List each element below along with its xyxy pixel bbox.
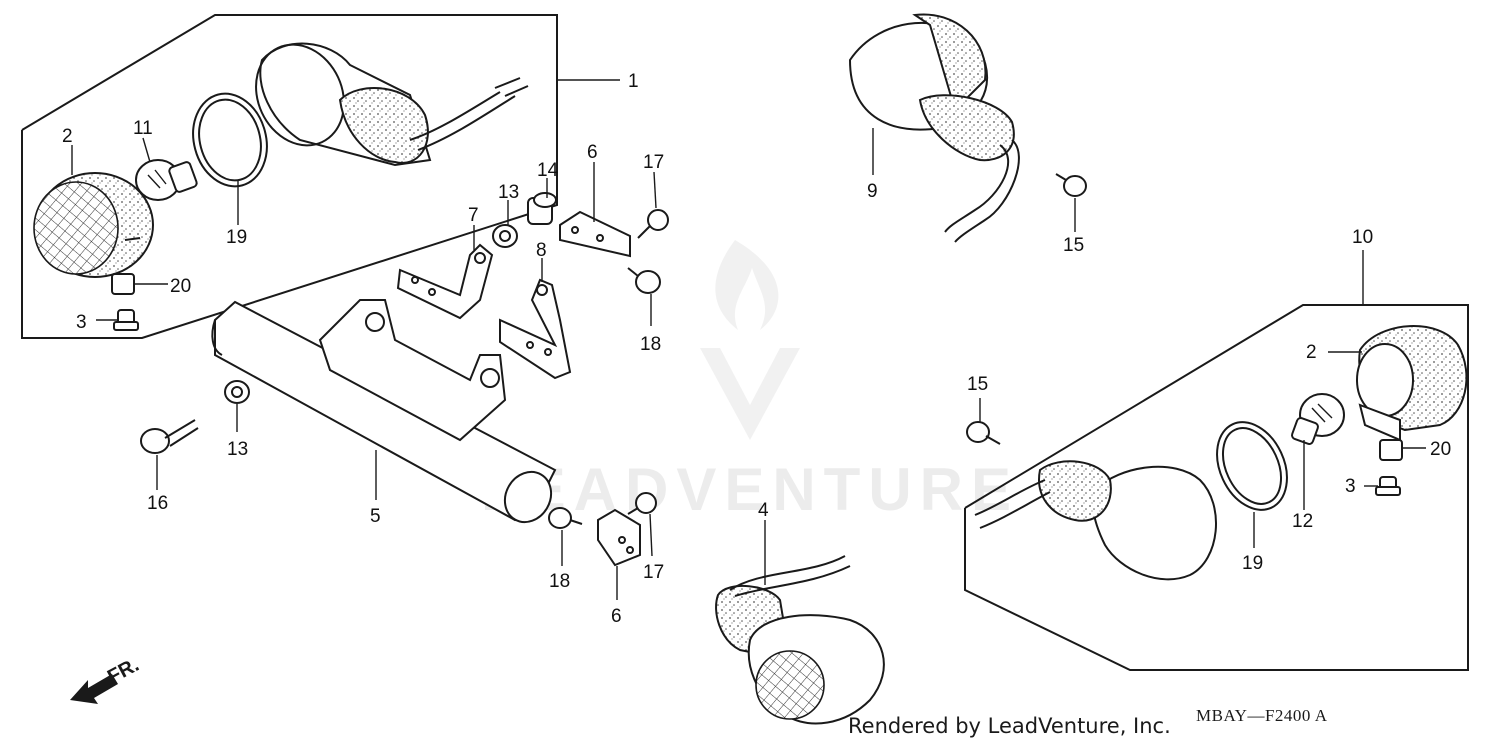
nut-part-13a: [492, 224, 518, 248]
callout-6-lower: 6: [611, 606, 622, 627]
callout-20-right: 20: [1430, 439, 1451, 460]
housing-part-10: [974, 460, 1217, 581]
leader-lines: [71, 128, 1426, 600]
ring-inner: [198, 98, 262, 182]
callout-3-right: 3: [1345, 476, 1356, 497]
callout-4: 4: [758, 500, 769, 521]
nut-part-20a: [111, 273, 135, 295]
callout-6-upper: 6: [587, 142, 598, 163]
callout-3-left: 3: [76, 312, 87, 333]
bolt-part-17b: [627, 492, 657, 515]
bolt-part-17a: [637, 209, 669, 239]
plate-part-6a: [559, 210, 631, 258]
callout-7: 7: [468, 205, 479, 226]
render-credit: Rendered by LeadVenture, Inc.: [848, 714, 1171, 738]
bracket-part-7: [396, 243, 494, 320]
plate-part-6b: [597, 508, 641, 567]
callout-11: 11: [133, 118, 153, 139]
callout-1: 1: [628, 71, 639, 92]
housing-part-1: [255, 42, 529, 167]
callout-8: 8: [536, 240, 547, 261]
nut-part-13b: [224, 380, 250, 404]
group-1-frame: [21, 14, 620, 339]
callout-5: 5: [370, 506, 381, 527]
front-arrow-icon: FR.: [70, 654, 143, 704]
callout-17-lower: 17: [643, 562, 664, 583]
callout-18-upper: 18: [640, 334, 661, 355]
group-10-frame: [964, 250, 1469, 671]
lens-part-2b: [1356, 325, 1468, 442]
collar-part-14: [527, 192, 557, 225]
bolt-part-15b: [966, 421, 1001, 445]
callout-13-lower: 13: [227, 439, 248, 460]
diagram-code: MBAY—F2400 A: [1196, 706, 1328, 725]
watermark-logo: [700, 240, 800, 440]
ring-part-19a: [192, 92, 268, 188]
callout-19-left: 19: [226, 227, 247, 248]
callout-19-right: 19: [1242, 553, 1263, 574]
screw-part-3a: [113, 309, 139, 331]
nut-hole-b: [231, 386, 243, 398]
screw-part-3b: [1375, 476, 1401, 496]
callout-2-left: 2: [62, 126, 73, 147]
bolt-part-18a: [627, 267, 661, 294]
callout-14: 14: [537, 160, 559, 181]
lens-part-2a: [33, 172, 154, 278]
turn-signal-part-9: [848, 13, 1020, 243]
bolt-part-18b: [548, 507, 583, 529]
turn-signal-part-4: [715, 555, 885, 725]
ring-inner-b: [1221, 427, 1283, 505]
nut-hole: [499, 230, 511, 242]
callout-13-upper: 13: [498, 182, 519, 203]
bolt-part-16: [140, 419, 199, 454]
bulb-part-11: [135, 159, 198, 201]
callout-15-upper: 15: [1063, 235, 1084, 256]
ring-part-19b: [1216, 421, 1288, 511]
callout-16: 16: [147, 493, 168, 514]
bracket-part-5: [211, 299, 557, 524]
callout-10: 10: [1352, 227, 1373, 248]
callout-15-lower: 15: [967, 374, 988, 395]
bolt-part-15a: [1055, 173, 1087, 197]
callout-9: 9: [867, 181, 878, 202]
bracket-part-8: [499, 278, 572, 380]
callout-2-right: 2: [1306, 342, 1317, 363]
nut-part-20b: [1379, 439, 1403, 461]
bulb-part-12: [1291, 393, 1345, 445]
callout-20-left: 20: [170, 276, 191, 297]
callout-17-upper: 17: [643, 152, 664, 173]
callout-18-lower: 18: [549, 571, 570, 592]
callout-12: 12: [1292, 511, 1313, 532]
